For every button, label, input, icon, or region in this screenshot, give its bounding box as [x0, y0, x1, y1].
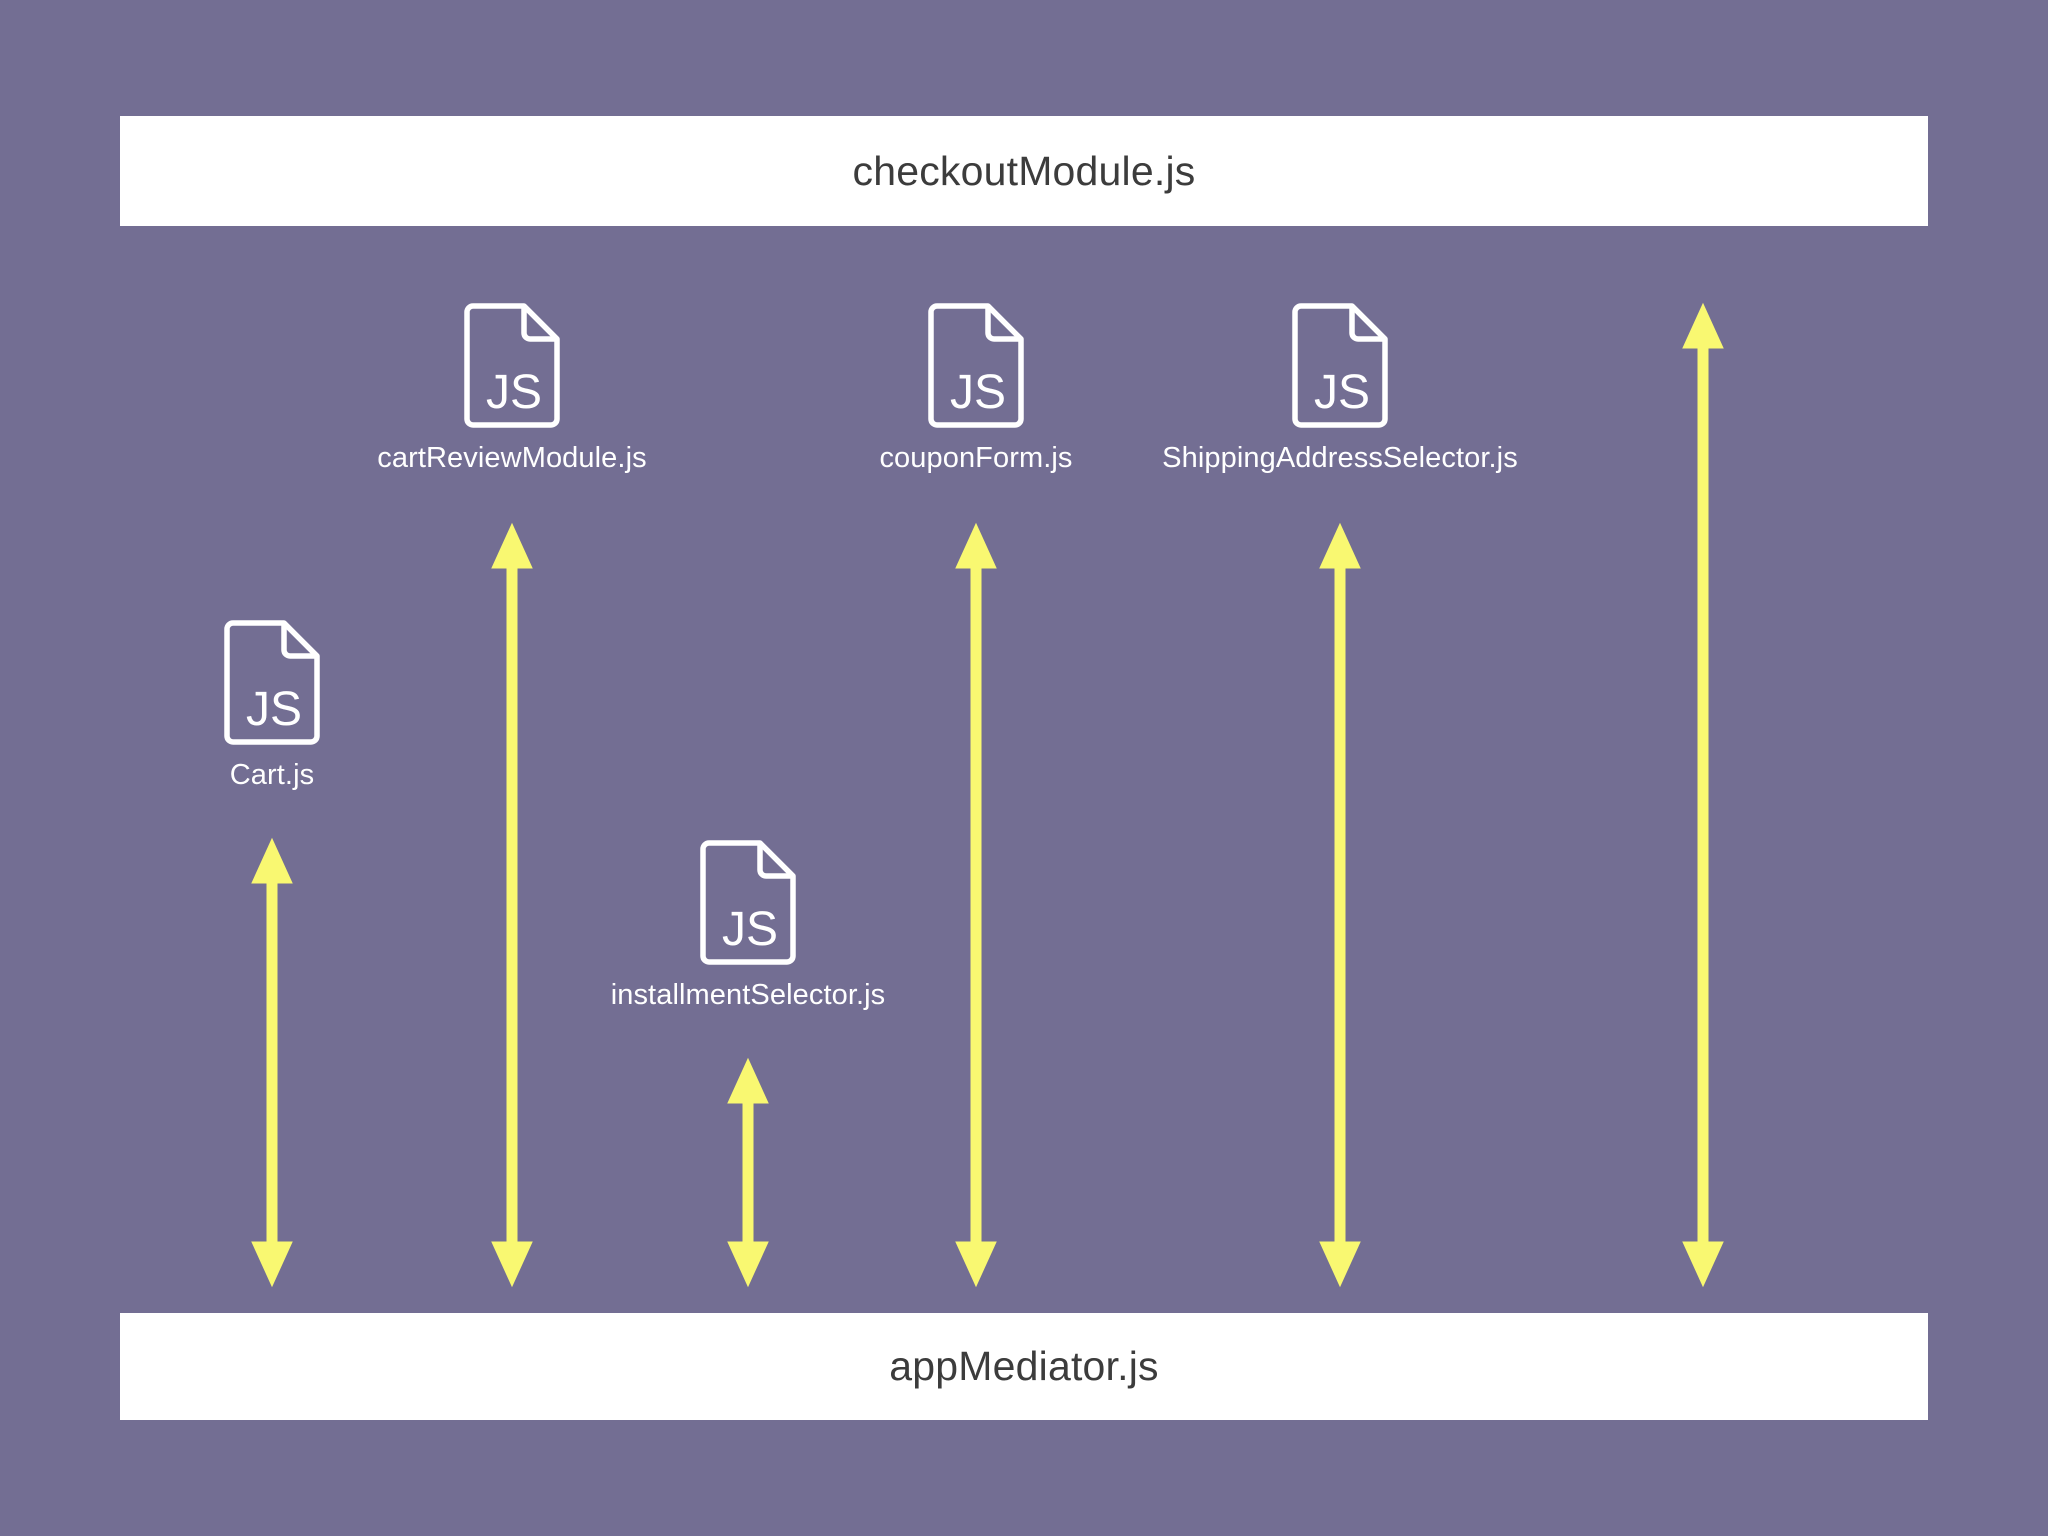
module-label-cart-review-module: cartReviewModule.js	[377, 442, 647, 474]
js-file-icon: JS	[224, 620, 320, 745]
module-node-coupon-form[interactable]: JS couponForm.js	[816, 303, 1136, 475]
js-icon-text: JS	[246, 683, 302, 736]
module-label-cart: Cart.js	[229, 759, 315, 791]
bottom-module-bar-label: appMediator.js	[889, 1343, 1159, 1389]
module-node-installment-selector[interactable]: JS installmentSelector.js	[568, 840, 928, 1012]
module-node-shipping-address-selector[interactable]: JS ShippingAddressSelector.js	[1140, 303, 1540, 475]
connector-arrow-cart	[251, 837, 293, 1288]
connector-arrow-coupon-form	[955, 522, 997, 1288]
bottom-module-bar: appMediator.js	[120, 1313, 1928, 1420]
module-node-cart-review-module[interactable]: JS cartReviewModule.js	[352, 303, 672, 475]
js-file-icon: JS	[464, 303, 560, 428]
js-icon-text: JS	[486, 366, 542, 419]
js-icon-text: JS	[722, 903, 778, 956]
js-file-icon: JS	[1292, 303, 1388, 428]
js-icon-text: JS	[1314, 366, 1370, 419]
js-file-icon: JS	[928, 303, 1024, 428]
connector-arrow-installment-selector	[727, 1057, 769, 1288]
connector-arrow-cart-review-module	[491, 522, 533, 1288]
top-module-bar-label: checkoutModule.js	[852, 147, 1196, 194]
module-node-cart[interactable]: JS Cart.js	[152, 620, 392, 792]
js-file-icon: JS	[700, 840, 796, 965]
connector-arrow-extra	[1682, 302, 1724, 1288]
top-module-bar: checkoutModule.js	[120, 116, 1928, 226]
module-label-installment-selector: installmentSelector.js	[610, 979, 886, 1011]
connector-arrow-shipping-address-selector	[1319, 522, 1361, 1288]
js-icon-text: JS	[950, 366, 1006, 419]
module-label-shipping-address-selector: ShippingAddressSelector.js	[1162, 442, 1518, 474]
module-label-coupon-form: couponForm.js	[879, 442, 1073, 474]
